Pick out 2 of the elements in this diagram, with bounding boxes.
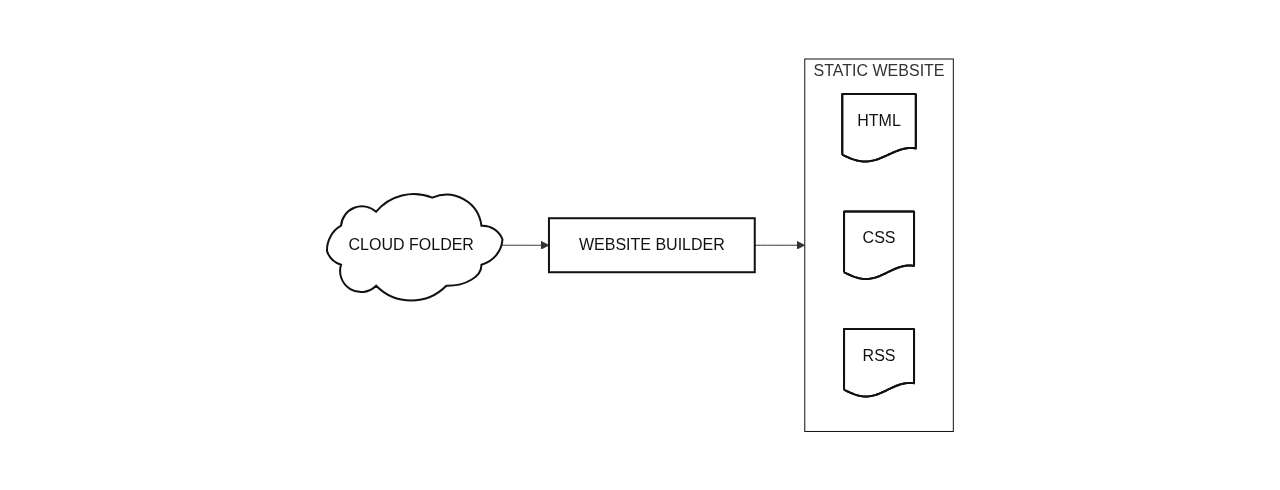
node-box: WEBSITE BUILDER [547,217,756,273]
arrow [754,240,805,250]
